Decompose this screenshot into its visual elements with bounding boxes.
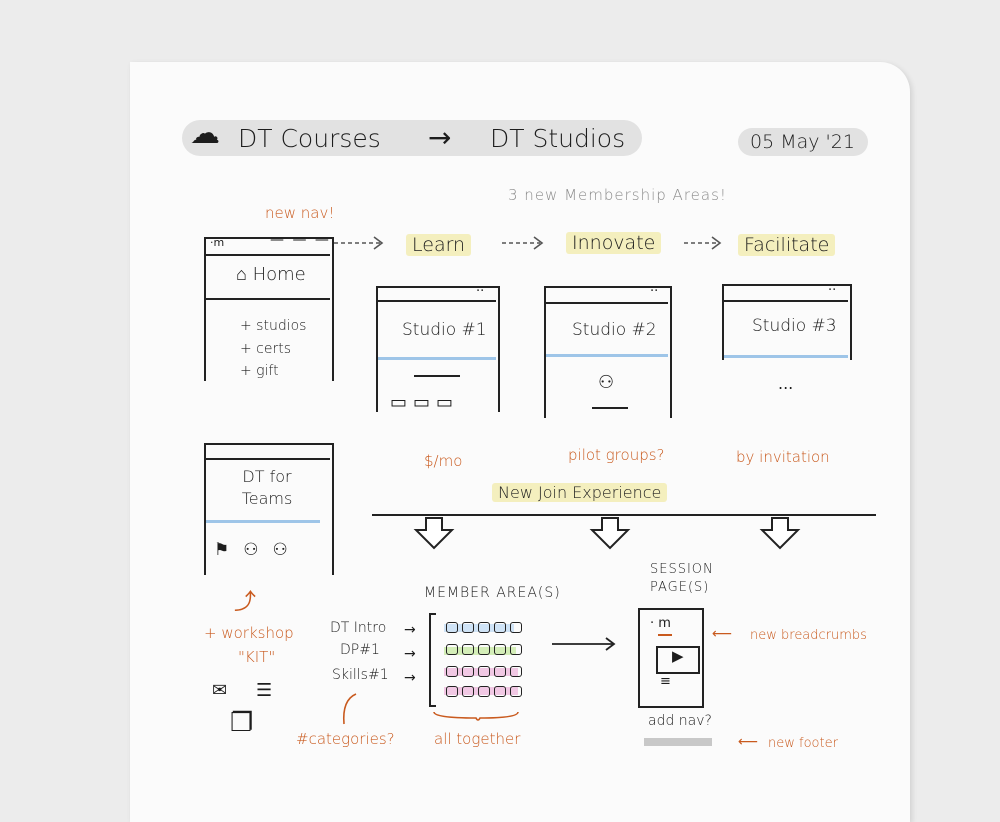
member-row-dt-intro: DT Intro: [330, 620, 387, 636]
area-learn-label: Learn: [406, 234, 472, 256]
studio-1-header-rule: [378, 300, 496, 302]
teams-header-rule: [206, 458, 330, 460]
studio-3-wireframe: [722, 284, 852, 360]
row-arrows: →→→: [404, 622, 416, 686]
footer-arrow: ⟵: [738, 734, 759, 750]
member-grid-row-3: [446, 662, 526, 681]
teams-up-arrow: ⤴: [234, 590, 257, 615]
member-grid-row-4: [446, 682, 526, 701]
facilitate-price-note: by invitation: [736, 448, 830, 466]
teams-title: DT for Teams: [241, 467, 293, 508]
home-menu-dashes: — — —: [270, 232, 331, 248]
teams-kit-icons: ⚑⚇⚇: [214, 540, 302, 560]
studio-3-hero-band: [724, 355, 848, 358]
area-innovate-label: Innovate: [566, 232, 662, 254]
list-icon: ☰: [256, 680, 273, 701]
add-nav-note: add nav?: [648, 713, 712, 729]
teams-hero-band: [206, 520, 320, 523]
studio-2-base-line: [592, 407, 628, 409]
join-banner: New Join Experience: [492, 483, 668, 502]
studio-1-title: Studio #1: [402, 320, 487, 340]
member-area-title: MEMBER AREA(S): [424, 585, 561, 601]
area-facilitate-label: Facilitate: [738, 234, 836, 256]
title-from: DT Courses: [238, 124, 381, 153]
teams-wireframe: [204, 443, 334, 575]
mail-icon: ✉: [212, 680, 228, 701]
member-row-skills1: Skills#1: [332, 667, 389, 683]
workshop-note-line1: + workshop: [204, 624, 294, 642]
member-grid-row-1: [446, 618, 526, 637]
studio-3-title: Studio #3: [752, 316, 837, 336]
studio-1-cards: ▭▭▭: [390, 392, 460, 413]
row-highlight-skills-2: [444, 687, 518, 695]
session-title-line2: PAGE(S): [650, 580, 710, 595]
studio-3-more: ...: [778, 374, 794, 393]
home-item-gift: + gift: [240, 363, 279, 379]
session-breadcrumb-line: [658, 634, 672, 636]
date-highlight: [738, 128, 868, 156]
member-grid-row-2: [446, 640, 526, 659]
studio-2-title: Studio #2: [572, 320, 657, 340]
studio-3-header-rule: [724, 300, 848, 302]
home-item-certs: + certs: [240, 341, 292, 357]
home-item-studios: + studios: [240, 318, 307, 334]
studio-2-wireframe: [544, 286, 672, 418]
row-highlight-dp: [444, 647, 516, 655]
cards-icon: ❐: [230, 708, 254, 738]
row-highlight-intro: [444, 624, 514, 632]
breadcrumbs-note: new breadcrumbs: [750, 628, 867, 643]
member-row-dp1: DP#1: [340, 642, 380, 658]
all-together-note: all together: [434, 730, 521, 748]
session-logo-mark: · m: [650, 616, 671, 631]
studio-2-header-rule: [546, 302, 668, 304]
join-arrows: [372, 514, 876, 550]
title-to: DT Studios: [490, 124, 626, 153]
date-label: 05 May '21: [750, 131, 855, 153]
new-nav-note: new nav!: [265, 204, 335, 222]
learn-price-note: $/mo: [424, 452, 463, 470]
studio-2-people-icon: ⚇: [598, 372, 615, 393]
session-wireframe: [638, 608, 704, 708]
studio-3-window-dots: ··: [828, 283, 837, 298]
home-wireframe: [204, 237, 334, 381]
row-highlight-skills: [444, 668, 518, 676]
studio-2-hero-band: [546, 354, 668, 357]
member-area-bracket: [342, 613, 616, 725]
home-logo-mark: ·m: [210, 236, 225, 249]
title-arrow: →: [428, 121, 452, 154]
cloud-icon: ☁: [190, 116, 220, 151]
home-title: ⌂ Home: [236, 264, 306, 285]
studio-1-hero-band: [378, 357, 496, 360]
title-highlight: [182, 120, 642, 156]
workshop-note-line2: "KIT": [238, 648, 276, 666]
categories-note: #categories?: [296, 730, 395, 748]
studio-1-window-dots: ··: [476, 284, 485, 299]
play-icon: ▶: [672, 647, 684, 665]
home-header-rule: [206, 254, 330, 256]
session-footer-bar: [644, 738, 712, 746]
session-text-lines: ≡: [660, 674, 671, 689]
studio-2-window-dots: ··: [650, 284, 659, 299]
breadcrumbs-arrow: ⟵: [712, 626, 733, 642]
membership-subtitle: 3 new Membership Areas!: [508, 186, 727, 204]
studio-1-text-line: [414, 375, 460, 377]
footer-note: new footer: [768, 736, 838, 751]
studio-1-wireframe: [376, 286, 500, 412]
innovate-price-note: pilot groups?: [568, 446, 665, 464]
area-flow-arrows: [334, 236, 722, 250]
session-video-box: [656, 646, 700, 674]
home-hero-rule: [206, 298, 330, 300]
session-title-line1: SESSION: [650, 562, 714, 577]
